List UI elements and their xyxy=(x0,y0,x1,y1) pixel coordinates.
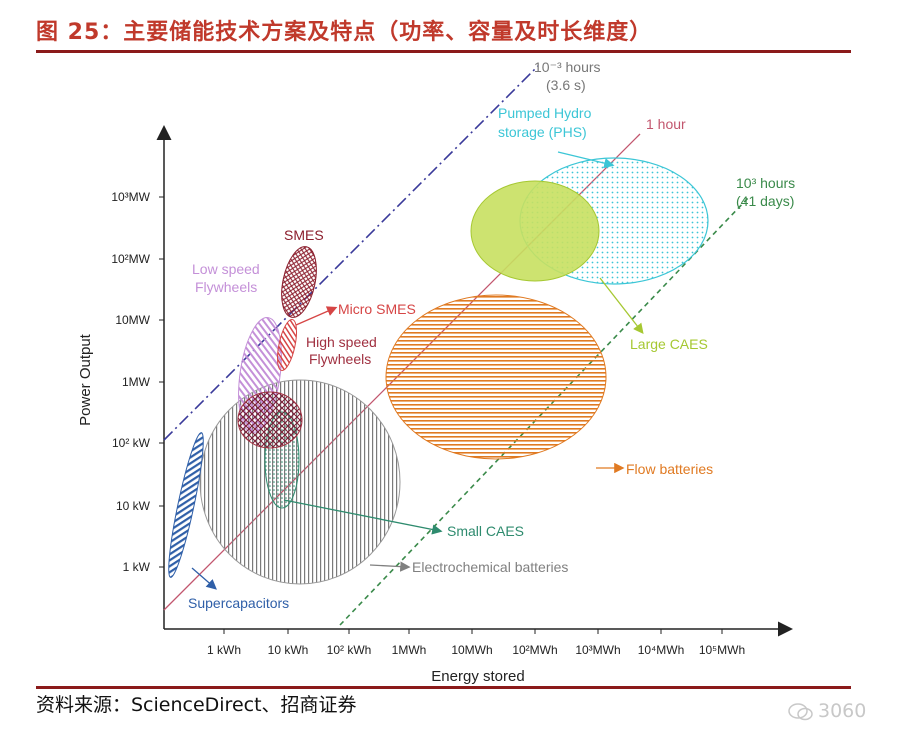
watermark-text: 3060 xyxy=(818,700,867,722)
figure-header: 图 25：主要储能技术方案及特点（功率、容量及时长维度） xyxy=(0,0,907,60)
x-ticks: 1 kWh 10 kWh 10² kWh 1MWh 10MWh 10²MWh 1… xyxy=(207,629,745,657)
x-tick-label: 10⁴MWh xyxy=(638,643,685,657)
source-note: 资料来源：ScienceDirect、招商证券 xyxy=(36,694,357,716)
short-duration-sublabel: (3.6 s) xyxy=(546,77,586,93)
large-caes-region xyxy=(470,180,600,282)
large-caes-label: Large CAES xyxy=(630,336,708,352)
x-tick-label: 10²MWh xyxy=(512,643,557,657)
smes-region xyxy=(281,246,317,318)
hour-duration-label: 1 hour xyxy=(646,116,686,132)
flow-batteries-region xyxy=(385,294,607,460)
short-duration-label: 10⁻³ hours xyxy=(534,59,601,75)
x-tick-label: 10 kWh xyxy=(268,643,309,657)
x-tick-label: 1 kWh xyxy=(207,643,241,657)
high-speed-flywheels-region xyxy=(237,391,303,449)
y-tick-label: 1MW xyxy=(122,375,151,389)
long-duration-sublabel: (41 days) xyxy=(736,193,794,209)
electrochemical-batteries-label: Electrochemical batteries xyxy=(412,559,568,575)
y-tick-label: 10 kW xyxy=(116,499,151,513)
phs-leader xyxy=(557,151,615,169)
supercapacitors-label: Supercapacitors xyxy=(188,595,289,611)
large-caes-leader xyxy=(599,277,644,335)
small-caes-label: Small CAES xyxy=(447,523,524,539)
low-speed-flywheels-sublabel: Flywheels xyxy=(195,279,257,295)
micro-smes-leader xyxy=(295,306,338,326)
y-axis-label: Power Output xyxy=(77,333,94,426)
low-speed-flywheels-label: Low speed xyxy=(192,261,260,277)
x-tick-label: 10² kWh xyxy=(327,643,372,657)
y-tick-label: 1 kW xyxy=(123,560,151,574)
x-axis-label: Energy stored xyxy=(431,668,524,685)
watermark: 3060 xyxy=(788,700,866,722)
figure-title: 图 25：主要储能技术方案及特点（功率、容量及时长维度） xyxy=(36,20,653,45)
x-tick-label: 10³MWh xyxy=(575,643,620,657)
smes-label: SMES xyxy=(284,227,324,243)
pumped-hydro-sublabel: storage (PHS) xyxy=(498,124,587,140)
supercapacitors-leader xyxy=(191,567,217,590)
y-tick-label: 10² kW xyxy=(112,436,151,450)
footer-divider xyxy=(36,686,851,689)
y-tick-label: 10³MW xyxy=(111,190,150,204)
high-speed-flywheels-label: High speed xyxy=(306,334,377,350)
x-tick-label: 10⁵MWh xyxy=(699,643,745,657)
flow-batteries-label: Flow batteries xyxy=(626,461,713,477)
x-tick-label: 1MWh xyxy=(392,643,427,657)
line-1e-3-hours xyxy=(163,65,539,441)
electrochemical-leader xyxy=(369,561,411,572)
y-ticks: 1 kW 10 kW 10² kW 1MW 10MW 10²MW 10³MW xyxy=(111,190,164,574)
pumped-hydro-label: Pumped Hydro xyxy=(498,105,592,121)
title-divider xyxy=(36,50,851,53)
x-tick-label: 10MWh xyxy=(451,643,492,657)
supercapacitors-region xyxy=(168,432,204,578)
micro-smes-region xyxy=(276,319,298,371)
wechat-icon xyxy=(788,702,813,720)
small-caes-leader xyxy=(283,499,443,535)
micro-smes-label: Micro SMES xyxy=(338,301,416,317)
y-tick-label: 10MW xyxy=(115,313,150,327)
y-tick-label: 10²MW xyxy=(111,252,150,266)
long-duration-label: 10³ hours xyxy=(736,175,795,191)
high-speed-flywheels-sublabel: Flywheels xyxy=(309,351,371,367)
